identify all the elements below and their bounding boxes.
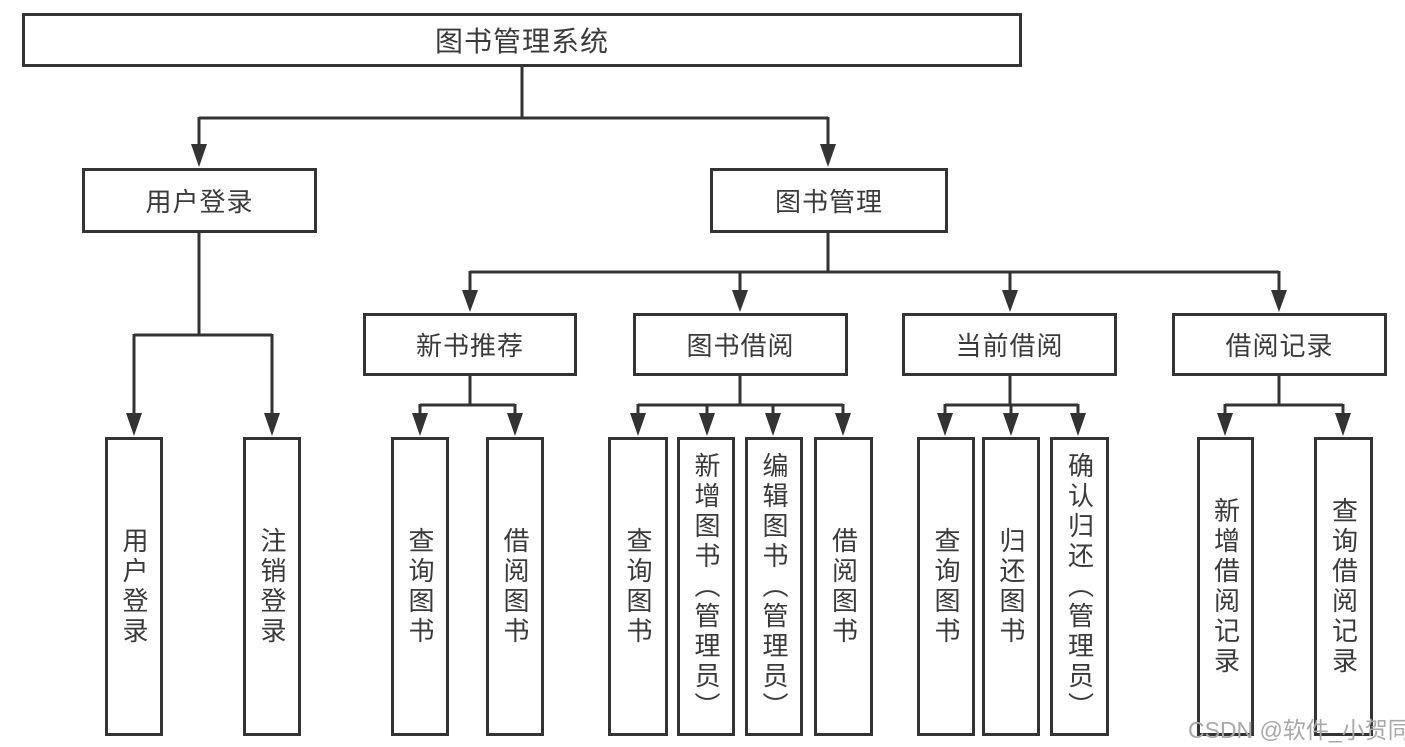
leaf-edit-book-admin-label: 编辑图书（管理员） <box>759 451 789 722</box>
leaf-query-book-current-label: 查询图书 <box>931 526 961 647</box>
leaf-borrow-book-recommend: 借阅图书 <box>486 437 544 736</box>
leaf-query-book-recommend-label: 查询图书 <box>405 526 435 647</box>
leaf-logout: 注销登录 <box>243 437 301 736</box>
leaf-confirm-return-admin: 确认归还（管理员） <box>1050 437 1109 736</box>
leaf-query-book-recommend: 查询图书 <box>391 437 449 736</box>
leaf-add-borrow-record-label: 新增借阅记录 <box>1210 496 1241 677</box>
leaf-user-login-label: 用户登录 <box>119 526 149 647</box>
node-root-label: 图书管理系统 <box>434 26 609 57</box>
node-current-borrow: 当前借阅 <box>902 313 1117 376</box>
leaf-add-book-admin-label: 新增图书（管理员） <box>691 451 721 722</box>
node-borrow-record: 借阅记录 <box>1172 313 1387 376</box>
node-user-login-label: 用户登录 <box>145 187 254 217</box>
node-new-book-recommend-label: 新书推荐 <box>415 331 524 361</box>
leaf-query-borrow-record-label: 查询借阅记录 <box>1328 496 1359 677</box>
node-borrow-record-label: 借阅记录 <box>1225 331 1334 361</box>
leaf-return-book-label: 归还图书 <box>996 526 1026 647</box>
csdn-watermark: CSDN @软件_小贺同学 <box>1188 717 1405 743</box>
node-book-borrow-label: 图书借阅 <box>686 331 795 361</box>
leaf-add-book-admin: 新增图书（管理员） <box>677 437 735 736</box>
leaf-borrow-book-recommend-label: 借阅图书 <box>500 526 530 647</box>
leaf-borrow-book-label: 借阅图书 <box>828 526 859 647</box>
node-book-management-label: 图书管理 <box>774 187 883 217</box>
leaf-borrow-book: 借阅图书 <box>814 437 873 736</box>
leaf-query-borrow-record: 查询借阅记录 <box>1314 437 1373 736</box>
leaf-query-book-borrow: 查询图书 <box>608 437 668 736</box>
leaf-add-borrow-record: 新增借阅记录 <box>1197 437 1254 736</box>
leaf-logout-label: 注销登录 <box>257 526 287 647</box>
node-book-management: 图书管理 <box>710 168 948 233</box>
leaf-query-book-current: 查询图书 <box>917 437 975 736</box>
leaf-edit-book-admin: 编辑图书（管理员） <box>745 437 803 736</box>
arrowheads <box>126 144 1351 436</box>
node-root: 图书管理系统 <box>22 13 1022 67</box>
node-book-borrow: 图书借阅 <box>633 313 848 376</box>
node-current-borrow-label: 当前借阅 <box>955 331 1064 361</box>
leaf-query-book-borrow-label: 查询图书 <box>623 526 653 647</box>
leaf-confirm-return-admin-label: 确认归还（管理员） <box>1064 451 1095 722</box>
leaf-return-book: 归还图书 <box>982 437 1040 736</box>
node-user-login: 用户登录 <box>82 168 317 233</box>
node-new-book-recommend: 新书推荐 <box>363 313 577 376</box>
leaf-user-login: 用户登录 <box>105 437 163 736</box>
